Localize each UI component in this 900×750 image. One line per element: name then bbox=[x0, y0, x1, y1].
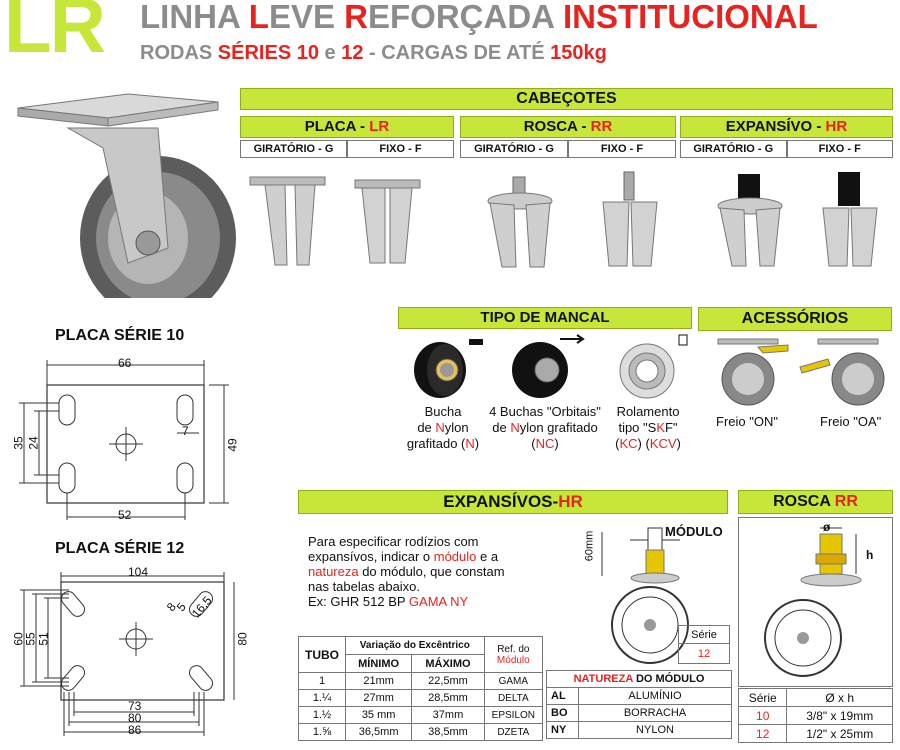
freio-on-label: Freio "ON" bbox=[716, 414, 778, 429]
cabecote-group-code: HR bbox=[825, 118, 848, 135]
placa10-dim-35: 35 bbox=[11, 436, 26, 450]
cabecote-group-name: EXPANSÍVO - bbox=[725, 118, 826, 135]
brand-logo: LR bbox=[4, 0, 106, 69]
rosca-rr-header: ROSCA RR bbox=[738, 490, 893, 514]
cabecote-group-0: PLACA - LR bbox=[240, 116, 454, 138]
placa10-drawing bbox=[19, 360, 229, 520]
maximo-header: MÁXIMO bbox=[411, 654, 485, 673]
rosca-giratorio-image bbox=[487, 176, 553, 268]
rosca-caster-drawing bbox=[764, 527, 862, 677]
expansivo-fixo-image bbox=[822, 172, 878, 267]
expansivos-header: EXPANSÍVOS-HR bbox=[298, 490, 728, 514]
serie-box-label: Série bbox=[678, 625, 730, 644]
expansivo-giratorio-image bbox=[717, 174, 783, 267]
cabecote-sub-giratorio: GIRATÓRIO - G bbox=[460, 140, 568, 158]
natureza-header: NATUREZA DO MÓDULO bbox=[546, 670, 732, 688]
placa12-dim-73: 73 bbox=[128, 699, 142, 713]
cabecote-sub-giratorio: GIRATÓRIO - G bbox=[240, 140, 347, 158]
freio-oa-image bbox=[799, 338, 885, 406]
rosca-dim-header: Ø x h bbox=[786, 688, 893, 707]
tubo-header: TUBO bbox=[298, 636, 346, 673]
cabecote-sub-fixo: FIXO - F bbox=[568, 140, 676, 158]
freio-oa-label: Freio "OA" bbox=[820, 414, 882, 429]
placa12-title: PLACA SÉRIE 12 bbox=[55, 540, 185, 557]
rolamento-icon bbox=[619, 334, 688, 399]
page-title: LINHA LEVE REFORÇADA INSTITUCIONAL bbox=[140, 0, 818, 35]
minimo-header: MÍNIMO bbox=[344, 654, 413, 673]
buchas-orbitais-icon bbox=[512, 334, 585, 398]
placa10-title: PLACA SÉRIE 10 bbox=[55, 327, 185, 344]
placa-fixo-image bbox=[354, 179, 421, 264]
modulo-label: MÓDULO bbox=[665, 524, 723, 539]
rosca-h-label: h bbox=[866, 548, 874, 562]
rosca-rr-box bbox=[738, 517, 893, 687]
placa10-dim-52: 52 bbox=[118, 508, 132, 522]
acessorios-header: ACESSÓRIOS bbox=[698, 307, 892, 331]
placa10-dim-24: 24 bbox=[26, 436, 41, 450]
placa10-dim-slot: 7 bbox=[182, 424, 189, 438]
placa12-dim-80: 80 bbox=[128, 711, 142, 725]
freio-on-image bbox=[717, 338, 789, 406]
placa12-dim-w: 104 bbox=[128, 565, 149, 579]
placa12-dim-86: 86 bbox=[128, 723, 142, 737]
placa12-drawing bbox=[20, 572, 235, 736]
cabecote-group-name: ROSCA - bbox=[523, 118, 591, 135]
placa10-dim-w: 66 bbox=[118, 356, 132, 370]
cabecote-sub-fixo: FIXO - F bbox=[786, 140, 893, 158]
placa-giratorio-image bbox=[249, 176, 326, 266]
placa10-dim-h: 49 bbox=[225, 438, 240, 452]
expansivo-caster-drawing bbox=[601, 527, 689, 664]
serie-box: Série 12 bbox=[678, 625, 730, 664]
placa12-dim-51: 51 bbox=[36, 632, 51, 646]
page-subtitle: RODAS SÉRIES 10 e 12 - CARGAS DE ATÉ 150… bbox=[140, 42, 607, 64]
expansivo-dim-60: 60mm bbox=[583, 530, 596, 562]
rosca-phi-label: ø bbox=[823, 520, 831, 534]
serie-box-value: 12 bbox=[678, 643, 730, 664]
cabecote-group-2: EXPANSÍVO - HR bbox=[680, 116, 893, 138]
cabecotes-header: CABEÇOTES bbox=[240, 88, 893, 110]
cabecote-group-code: RR bbox=[590, 118, 613, 135]
placa12-dim-55: 55 bbox=[23, 632, 38, 646]
placa12-dim-h: 80 bbox=[235, 632, 250, 646]
cabecote-group-name: PLACA - bbox=[304, 118, 370, 135]
rosca-fixo-image bbox=[602, 171, 658, 267]
cabecote-group-code: LR bbox=[369, 118, 390, 135]
rosca-serie-header: Série bbox=[737, 688, 788, 707]
cabecote-group-1: ROSCA - RR bbox=[460, 116, 676, 138]
bucha-nylon-icon bbox=[414, 339, 483, 398]
variacao-header: Variação do Excêntrico bbox=[345, 636, 485, 655]
tipo-mancal-header: TIPO DE MANCAL bbox=[398, 307, 692, 329]
cabecote-sub-giratorio: GIRATÓRIO - G bbox=[680, 140, 787, 158]
mancal-caption-1: 4 Buchas "Orbitais"de Nylon grafitado(NC… bbox=[489, 404, 601, 451]
caster-photo bbox=[17, 93, 236, 298]
cabecote-sub-fixo: FIXO - F bbox=[347, 140, 454, 158]
